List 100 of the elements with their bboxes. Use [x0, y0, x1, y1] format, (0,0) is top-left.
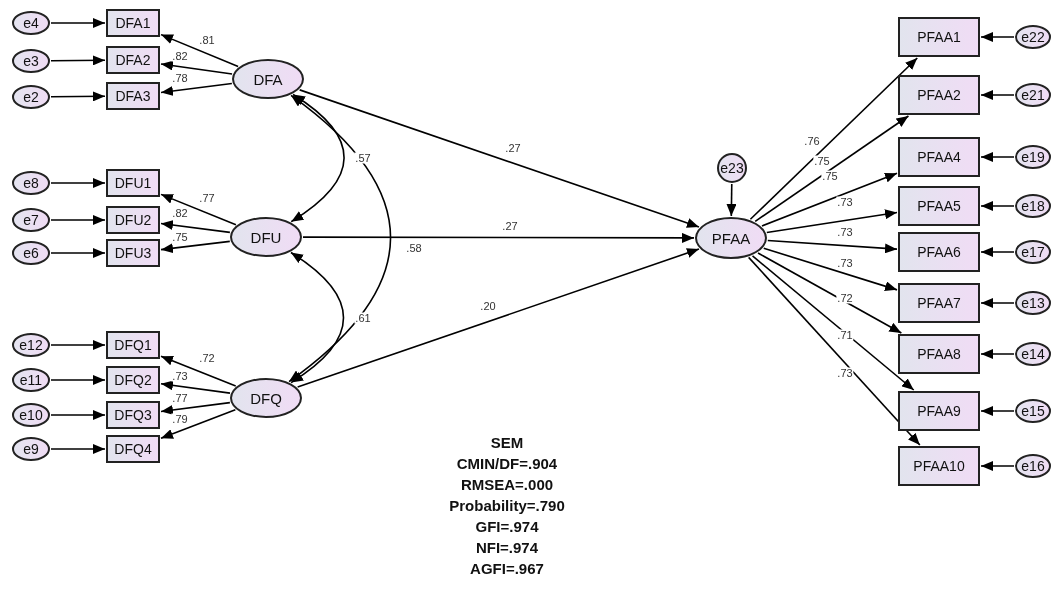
arrow [50, 375, 106, 385]
observed-variable-box: PFAA1 [898, 17, 980, 57]
arrow [288, 94, 392, 383]
edge-label: .79 [171, 413, 189, 425]
observed-variable-box: PFAA10 [898, 446, 980, 486]
edge-label: .73 [836, 257, 854, 269]
arrow [980, 406, 1015, 416]
arrow [980, 298, 1015, 308]
observed-variable-box: DFQ4 [106, 435, 160, 463]
error-term-ellipse: e9 [12, 437, 50, 461]
error-term-ellipse: e6 [12, 241, 50, 265]
edge-label: .73 [836, 226, 854, 238]
edge-label: .20 [479, 300, 497, 312]
fit-statistic-text: SEM [490, 433, 524, 453]
arrow [160, 408, 237, 440]
error-term-ellipse: e4 [12, 11, 50, 35]
error-term-ellipse: e21 [1015, 83, 1051, 107]
edge-label: .76 [803, 135, 821, 147]
latent-variable-ellipse: DFQ [230, 378, 302, 418]
error-term-ellipse: e8 [12, 171, 50, 195]
arrow [50, 444, 106, 454]
edge-label: .61 [354, 312, 372, 324]
arrow [980, 152, 1015, 162]
arrow [726, 183, 737, 217]
arrow [761, 172, 898, 227]
error-term-ellipse: e11 [12, 368, 50, 392]
edge-label: .27 [504, 142, 522, 154]
observed-variable-box: PFAA7 [898, 283, 980, 323]
arrow [50, 248, 106, 258]
fit-statistic-text: AGFI=.967 [470, 559, 544, 579]
error-term-ellipse: e17 [1015, 240, 1051, 264]
observed-variable-box: DFA3 [106, 82, 160, 110]
error-term-ellipse: e16 [1015, 454, 1051, 478]
edge-label: .57 [354, 152, 372, 164]
arrow [749, 57, 919, 221]
latent-variable-ellipse: DFA [232, 59, 304, 99]
arrow [980, 90, 1015, 100]
error-term-ellipse: e15 [1015, 399, 1051, 423]
arrow [980, 461, 1015, 471]
edge-label: .77 [171, 392, 189, 404]
arrow [980, 247, 1015, 257]
arrow [754, 115, 910, 223]
arrow [160, 355, 237, 387]
error-term-ellipse: e13 [1015, 291, 1051, 315]
edge-label: .75 [171, 231, 189, 243]
edge-label: .82 [171, 207, 189, 219]
error-term-ellipse: e22 [1015, 25, 1051, 49]
arrow [160, 33, 239, 68]
edge-label: .73 [836, 367, 854, 379]
error-term-ellipse: e2 [12, 85, 50, 109]
observed-variable-box: PFAA2 [898, 75, 980, 115]
arrow [747, 256, 921, 446]
fit-statistic-text: Probability=.790 [449, 496, 565, 516]
edge-label: .75 [813, 155, 831, 167]
edge-label: .27 [501, 220, 519, 232]
fit-statistic-text: GFI=.974 [475, 517, 539, 537]
edge-label: .58 [405, 242, 423, 254]
arrow [160, 380, 231, 394]
arrow [980, 32, 1015, 42]
edge-label: .73 [836, 196, 854, 208]
error-term-ellipse: e19 [1015, 145, 1051, 169]
observed-variable-box: DFA1 [106, 9, 160, 37]
arrow [751, 255, 915, 391]
observed-variable-box: PFAA6 [898, 232, 980, 272]
fit-statistic-text: NFI=.974 [475, 538, 539, 558]
arrow [50, 55, 106, 66]
observed-variable-box: PFAA5 [898, 186, 980, 226]
arrow [160, 193, 237, 226]
observed-variable-box: PFAA4 [898, 137, 980, 177]
edge-label: .72 [198, 352, 216, 364]
edge-label: .82 [171, 50, 189, 62]
observed-variable-box: DFQ3 [106, 401, 160, 429]
error-term-ellipse: e14 [1015, 342, 1051, 366]
observed-variable-box: PFAA9 [898, 391, 980, 431]
arrow [762, 247, 898, 292]
edge-label: .71 [836, 329, 854, 341]
arrow [50, 340, 106, 350]
arrow [298, 89, 700, 228]
edge-label: .78 [171, 72, 189, 84]
arrow [50, 178, 106, 188]
edge-label: .72 [836, 292, 854, 304]
arrow [290, 93, 345, 223]
error-term-ellipse: e23 [717, 153, 747, 183]
edge-label: .73 [171, 370, 189, 382]
arrow [50, 18, 106, 28]
fit-statistic-text: RMSEA=.000 [460, 475, 554, 495]
arrow [290, 251, 345, 384]
error-term-ellipse: e18 [1015, 194, 1051, 218]
arrow [980, 349, 1015, 359]
error-term-ellipse: e7 [12, 208, 50, 232]
observed-variable-box: DFU2 [106, 206, 160, 234]
edge-label: .75 [821, 170, 839, 182]
arrow [160, 60, 233, 75]
arrow [50, 215, 106, 225]
arrow [757, 252, 903, 334]
arrow [766, 239, 898, 254]
observed-variable-box: PFAA8 [898, 334, 980, 374]
arrow [980, 201, 1015, 211]
error-term-ellipse: e10 [12, 403, 50, 427]
observed-variable-box: DFQ2 [106, 366, 160, 394]
